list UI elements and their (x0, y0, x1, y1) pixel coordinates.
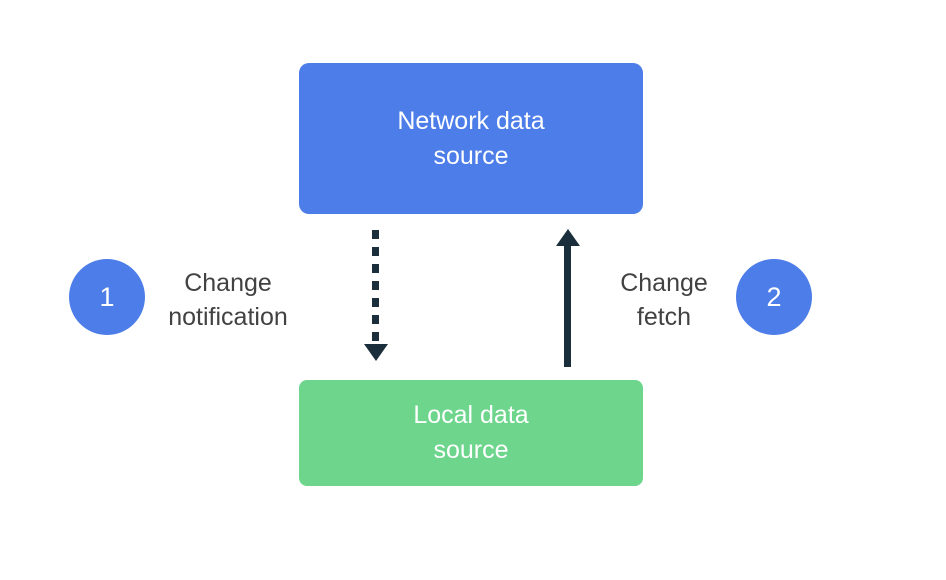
step-2-number: 2 (766, 281, 782, 312)
step-1-label: Change notification (168, 269, 288, 331)
step-2-label: Change fetch (620, 269, 708, 331)
arrowhead-down-icon (364, 344, 388, 361)
local-data-source-box: Local data source (299, 380, 643, 486)
step-2-badge: 2 (736, 259, 812, 335)
local-data-source-label: Local data source (413, 401, 529, 464)
step-1-badge: 1 (69, 259, 145, 335)
dotted-arrow-line (372, 230, 379, 342)
network-data-source-label: Network data source (397, 106, 545, 170)
arrowhead-up-icon (556, 229, 580, 246)
step-1-number: 1 (99, 281, 115, 312)
network-data-source-box: Network data source (299, 63, 643, 214)
solid-arrow-line (564, 245, 571, 367)
